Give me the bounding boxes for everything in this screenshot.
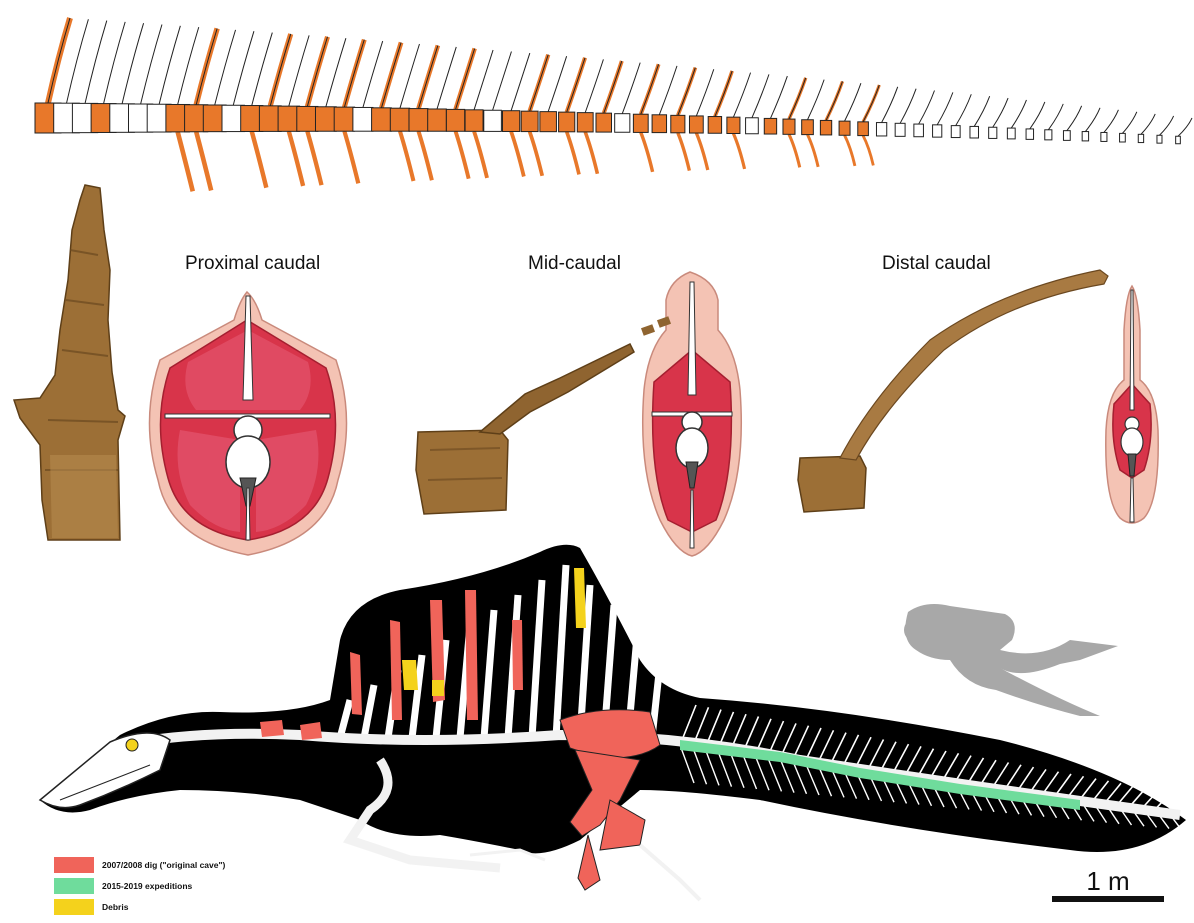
proximal-caudal-cross-section	[149, 292, 346, 555]
mid-caudal-label: Mid-caudal	[528, 253, 621, 275]
legend-swatch-green	[54, 878, 94, 894]
distal-caudal-label: Distal caudal	[882, 253, 991, 275]
legend-swatch-red	[54, 857, 94, 873]
distal-caudal-cross-section	[1106, 286, 1158, 523]
mid-caudal-fossil-photo	[416, 316, 671, 514]
proximal-caudal-fossil-photo	[14, 185, 125, 540]
spinosaurus-skeletal-reconstruction	[40, 545, 1186, 900]
legend-label: 2015-2019 expeditions	[102, 881, 192, 891]
legend-swatch-yellow	[54, 899, 94, 915]
legend-label: Debris	[102, 902, 128, 912]
diver-scale-silhouette	[904, 604, 1118, 716]
legend-item-debris: Debris	[54, 896, 225, 917]
scale-bar-line	[1052, 896, 1164, 902]
proximal-caudal-label: Proximal caudal	[185, 253, 320, 275]
legend-item-expeditions: 2015-2019 expeditions	[54, 875, 225, 896]
distal-caudal-fossil-photo	[798, 270, 1108, 512]
scale-bar: 1 m	[1052, 866, 1164, 902]
scale-bar-label: 1 m	[1052, 866, 1164, 896]
legend-label: 2007/2008 dig ("original cave")	[102, 860, 225, 870]
legend-item-original-cave: 2007/2008 dig ("original cave")	[54, 854, 225, 875]
mid-caudal-cross-section	[643, 272, 742, 556]
legend: 2007/2008 dig ("original cave") 2015-201…	[54, 854, 225, 917]
tail-vertebral-column	[35, 18, 1192, 198]
